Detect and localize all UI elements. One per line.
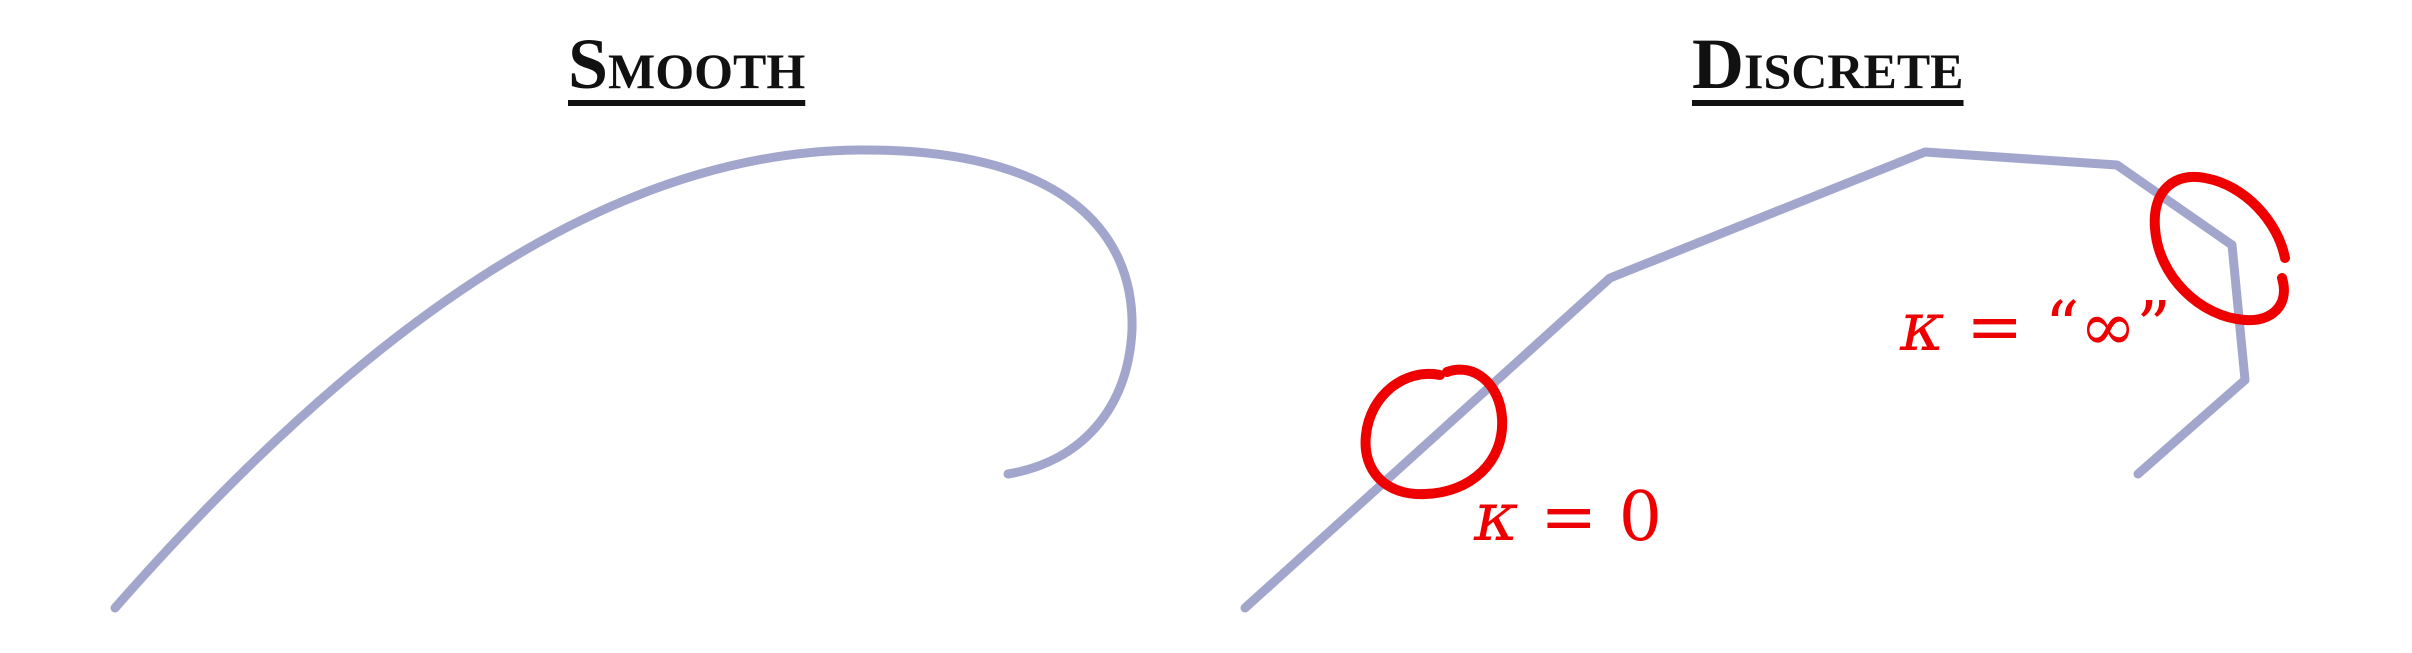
kappa-symbol: κ [1473, 478, 1519, 557]
zero-curvature-value: = 0 [1519, 478, 1662, 557]
discrete-panel-title: Discrete [1692, 24, 1964, 104]
smooth-curve [110, 145, 1137, 613]
infinite-curvature-value: = “∞” [1945, 288, 2171, 367]
discrete-polyline [1240, 147, 2250, 613]
infinite-curvature-marker [2149, 171, 2290, 326]
smooth-panel-title: Smooth [568, 24, 806, 104]
kappa-symbol: κ [1899, 288, 1945, 367]
zero-curvature-marker [1360, 364, 1508, 500]
zero-curvature-label: κ = 0 [1473, 478, 1662, 557]
infinite-curvature-label: κ = “∞” [1899, 288, 2171, 367]
